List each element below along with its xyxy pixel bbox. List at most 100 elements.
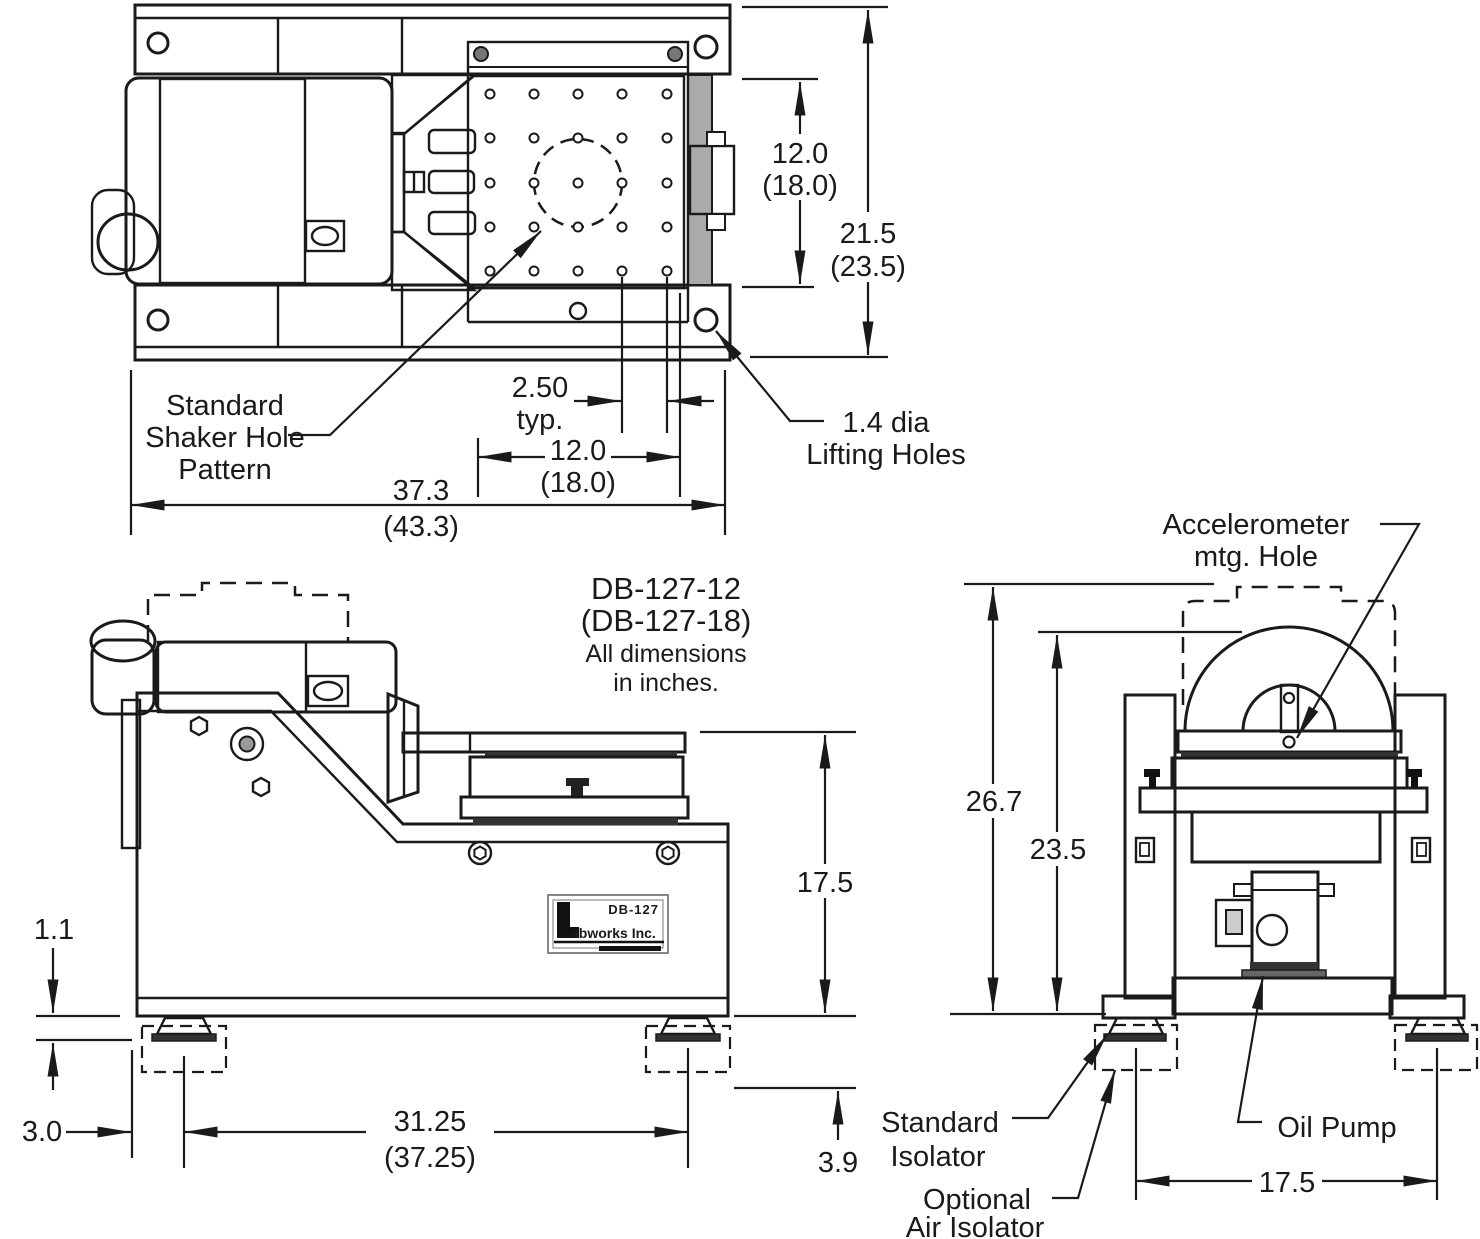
oil-pump: [1214, 870, 1335, 979]
shaker-base-body: [135, 691, 730, 1018]
dim-pattern-width: 12.0: [550, 435, 606, 467]
air-isolator-outline: [1393, 1023, 1479, 1072]
oil-pump-leader: [1236, 975, 1265, 1124]
clamp-tab: [706, 131, 726, 147]
label-opt-isolator-1: Optional: [923, 1184, 1031, 1216]
t-slot: [427, 128, 477, 155]
label-oil-pump: Oil Pump: [1277, 1112, 1396, 1144]
crossbar-bolt: [1144, 769, 1160, 777]
trunnion-cylinder: [90, 638, 156, 716]
label-std-isolator-2: Isolator: [890, 1141, 985, 1173]
dim-base-plate: 1.1: [34, 914, 74, 946]
accel-slot-hole: [1282, 691, 1296, 705]
hex-bolt: [251, 776, 271, 798]
std-isolator-leader: [1012, 1034, 1108, 1120]
top-view-dimensions: 21.5 (23.5) 12.0 (18.0) 2.50 typ. 12.0 (…: [129, 5, 966, 543]
crossbar-bolt: [1406, 769, 1422, 777]
slip-plate-surface: [402, 74, 686, 290]
dim-overall-width-alt: (43.3): [383, 511, 459, 543]
dim-hole-pitch: 2.50: [512, 372, 568, 404]
body-top-dark-block: [156, 640, 308, 714]
end-view-dimensions: 26.7 23.5 17.5 Accelerometer mtg. Hole S…: [881, 509, 1439, 1239]
hex-bolt: [189, 715, 209, 737]
lifting-holes-leader: [715, 330, 824, 423]
hole-grid: [484, 88, 673, 277]
slot-block: [304, 219, 346, 253]
model-number-alt: (DB-127-18): [581, 603, 752, 638]
logo-plate: DB-127 abworks Inc.: [547, 894, 669, 954]
shaker-body-top: [124, 76, 394, 286]
units-note-1: All dimensions: [585, 640, 746, 668]
side-slot-oval: [312, 680, 344, 702]
label-lifting-2: Lifting Holes: [806, 439, 966, 471]
dim-overall-depth: 21.5: [840, 218, 896, 250]
washer-center: [238, 735, 256, 753]
table-plate-end: [1170, 756, 1409, 790]
dim-table-height-side: 17.5: [797, 867, 853, 899]
isolator-base: [1405, 1033, 1469, 1042]
dim-overall-depth-alt: (23.5): [830, 251, 906, 283]
shaker-body-end: [1183, 625, 1395, 733]
slip-plate-frame: [466, 40, 690, 290]
plate-bolt: [473, 46, 489, 62]
hole-pattern-leader: [288, 230, 542, 437]
t-slot: [427, 169, 476, 195]
top-rail: [133, 3, 732, 76]
dim-table-height-end: 23.5: [1030, 834, 1086, 866]
logo-l-glyph: [557, 902, 579, 938]
end-view: [1093, 585, 1479, 1072]
leg-clamp: [1134, 836, 1156, 864]
dim-foot-spacing: 31.25: [394, 1106, 467, 1138]
accelerometer-hole: [1282, 735, 1296, 749]
table-base-plate: [459, 795, 690, 820]
support-leg: [1123, 693, 1177, 1000]
plate-bolt: [667, 46, 683, 62]
model-number: DB-127-12: [591, 571, 741, 606]
dim-overall-width: 37.3: [393, 475, 449, 507]
accel-leader: [1296, 522, 1421, 739]
body-top-block: [154, 640, 398, 714]
slot-oval: [310, 225, 340, 247]
label-opt-isolator-2: Air Isolator: [906, 1212, 1045, 1239]
yoke-block: [1190, 810, 1382, 864]
label-hole-pattern-3: Pattern: [178, 454, 272, 486]
shaker-armature-cover: [158, 77, 307, 285]
side-slot-block: [306, 674, 350, 708]
clamp-tab: [706, 213, 726, 231]
dim-foot-spacing-alt: (37.25): [384, 1142, 476, 1174]
trunnion-cylinder-top: [96, 212, 160, 272]
base-crossmember: [1171, 976, 1394, 1016]
isolator-base: [655, 1033, 721, 1042]
label-std-isolator-1: Standard: [881, 1107, 999, 1139]
deck-screw: [655, 840, 681, 866]
trunnion-cylinder-cap: [89, 619, 157, 663]
table-arm: [401, 731, 687, 754]
lifting-hole: [693, 34, 719, 60]
trunnion-crossbar: [1138, 786, 1429, 814]
optional-size-outline: [146, 581, 350, 641]
rail-bolt: [568, 301, 588, 321]
label-accel-1: Accelerometer: [1163, 509, 1350, 541]
table-seam: [485, 752, 677, 757]
right-guide-strip: [687, 74, 713, 286]
logo-model-text: DB-127: [608, 902, 659, 917]
table-seam-end: [1181, 752, 1398, 758]
dim-pattern-height: 12.0: [772, 138, 828, 170]
dim-overall-height: 26.7: [966, 786, 1022, 818]
leg-clamp: [1410, 836, 1432, 864]
logo-company-text: abworks Inc.: [571, 925, 656, 941]
clamp-knob-cap: [566, 778, 589, 786]
label-lifting-1: 1.4 dia: [842, 407, 930, 439]
lifting-hole: [146, 31, 170, 55]
isolator-base: [1103, 1033, 1167, 1042]
top-view: [90, 3, 736, 362]
clamp-knob-stem: [571, 786, 583, 798]
wedge-bottom: [390, 230, 478, 292]
dim-pattern-height-alt: (18.0): [762, 170, 838, 202]
deck-screw: [467, 840, 493, 866]
opt-isolator-leader: [1052, 1069, 1117, 1200]
lifting-hole: [146, 308, 170, 332]
label-hole-pattern-2: Shaker Hole: [145, 422, 305, 454]
